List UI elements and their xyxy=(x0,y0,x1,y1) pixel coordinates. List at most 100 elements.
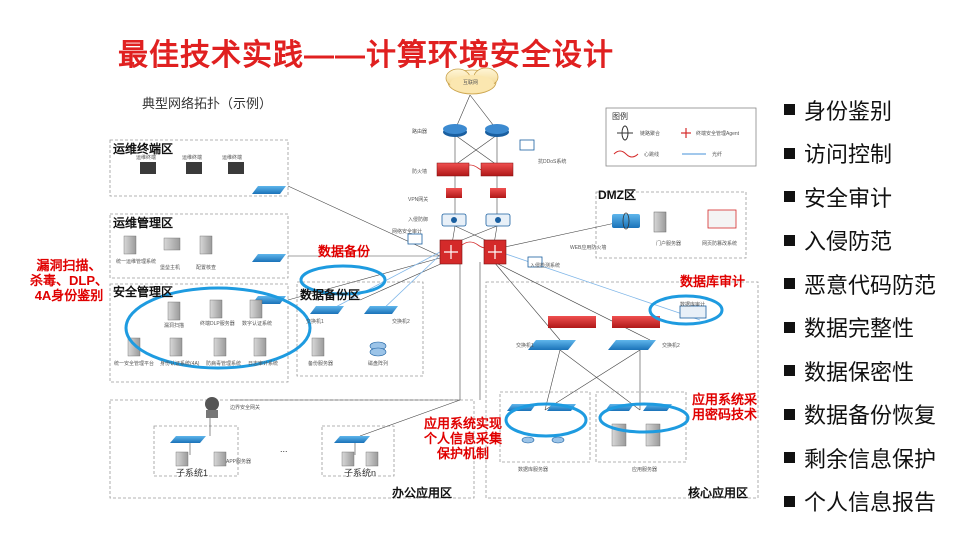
switch-icon xyxy=(170,186,672,443)
device-label-cert-audit: 数字认证系统 xyxy=(242,321,273,327)
zone-ops-mgmt-label: 运维管理区 xyxy=(113,216,174,230)
security-requirements-list: 身份鉴别 访问控制 安全审计 入侵防范 恶意代码防范 数据完整性 数据保密性 数… xyxy=(784,88,936,523)
core-db-box xyxy=(499,391,591,463)
waf-icon xyxy=(612,212,640,230)
bullet-square-icon xyxy=(784,191,795,203)
device-label-backup-server: 备份服务器 xyxy=(308,361,334,367)
bullet-text: 恶意代码防范 xyxy=(804,272,937,298)
ids-icon xyxy=(527,256,543,268)
annotation-left-note: 漏洞扫描、 杀毒、DLP、 4A身份鉴别 xyxy=(30,258,108,303)
office-gateway-icon xyxy=(205,397,219,418)
device-label-ops-term-3: 运维终端 xyxy=(222,155,243,161)
zone-core-app-label: 核心应用区 xyxy=(688,486,749,500)
device-label-net-audit: 网络安全审计 xyxy=(392,229,423,235)
bullet-square-icon xyxy=(784,495,795,507)
bullet-text: 入侵防范 xyxy=(804,229,893,255)
device-label-ips: 入侵防御 xyxy=(408,217,429,223)
firewall-icon xyxy=(436,162,514,198)
bullet-item: 身份鉴别 xyxy=(784,88,936,132)
legend-item-aggregation: 链路聚合 xyxy=(640,131,661,137)
device-label-sec-platform: 统一安全管理平台 xyxy=(114,361,155,367)
device-label-vuln-scan: 漏洞扫描 xyxy=(164,323,185,329)
terminal-icon xyxy=(140,162,244,174)
bullet-square-icon xyxy=(784,365,795,377)
db-audit-icon xyxy=(679,305,707,319)
device-label-ddos: 抗DDoS系统 xyxy=(538,159,567,165)
bullet-square-icon xyxy=(784,234,795,246)
highlight-app-personal-ellipse xyxy=(504,402,588,438)
net-audit-icon xyxy=(407,233,423,245)
portal-server-icon xyxy=(653,211,667,233)
device-label-vpn: VPN网关 xyxy=(408,197,429,203)
ddos-icon xyxy=(519,139,535,151)
bullet-text: 访问控制 xyxy=(804,142,893,168)
device-label-db-audit: 数据库审计 xyxy=(680,302,706,308)
legend-item-agent: 终端安全管理Agent xyxy=(696,131,740,137)
zone-security-mgmt-box xyxy=(109,283,289,383)
core-switch-icon xyxy=(439,239,507,265)
bullet-text: 数据保密性 xyxy=(804,359,915,385)
diagram-subtitle: 典型网络拓扑（示例） xyxy=(142,96,273,111)
device-label-ellipsis: ... xyxy=(280,444,288,454)
ips-icon xyxy=(441,213,511,227)
office-subsystem-1-box xyxy=(153,425,239,477)
device-label-waf: WEB应用防火墙 xyxy=(570,245,607,251)
backbone-links xyxy=(189,94,651,455)
device-label-office-host: APP服务器 xyxy=(226,459,252,465)
office-subsystem-n-box xyxy=(321,425,395,477)
annotation-app-personal-line-3: 保护机制 xyxy=(437,446,490,461)
device-label-bastion: 堡垒主机 xyxy=(160,265,181,271)
bullet-text: 数据备份恢复 xyxy=(804,403,937,429)
core-app-box xyxy=(595,391,687,463)
device-label-ops-term-2: 运维终端 xyxy=(182,155,203,161)
bullet-square-icon xyxy=(784,408,795,420)
bullet-square-icon xyxy=(784,452,795,464)
storage-array-icon xyxy=(369,341,565,444)
zone-ops-mgmt-box xyxy=(109,213,289,279)
zone-backup-box xyxy=(296,281,424,377)
bullet-item: 安全审计 xyxy=(784,175,936,219)
annotation-app-personal: 应用系统实现 个人信息采集 保护机制 xyxy=(424,416,502,461)
annotation-db-audit: 数据库审计 xyxy=(680,274,746,289)
device-label-app-server: 应用服务器 xyxy=(632,467,658,473)
annotation-app-crypto-line-1: 应用系统采 xyxy=(692,392,758,407)
bullet-square-icon xyxy=(784,104,795,116)
zone-ops-terminal-label: 运维终端区 xyxy=(113,142,174,156)
device-label-core-sw2: 交换机2 xyxy=(662,343,680,349)
legend-item-fiber: 光纤 xyxy=(712,152,723,158)
device-label-office-gw: 边界安全网关 xyxy=(230,405,261,411)
bullet-item: 数据备份恢复 xyxy=(784,393,936,437)
device-label-firewall: 防火墙 xyxy=(412,169,428,175)
internet-cloud-icon xyxy=(445,67,499,95)
bullet-item: 数据保密性 xyxy=(784,349,936,393)
router-icon xyxy=(443,124,509,137)
device-label-av: 防病毒管理系统 xyxy=(206,361,242,367)
zone-core-app-box xyxy=(485,281,759,499)
legend-box xyxy=(605,107,757,167)
bullet-text: 个人信息报告 xyxy=(804,490,937,516)
bullet-item: 个人信息报告 xyxy=(784,480,936,524)
highlight-backup-ellipse xyxy=(299,264,387,296)
annotation-left-line-2: 杀毒、DLP、 xyxy=(30,273,109,288)
device-label-portal: 门户服务器 xyxy=(656,241,682,247)
bullet-item: 剩余信息保护 xyxy=(784,436,936,480)
device-label-4a: 身份认证系统(4A) xyxy=(160,361,200,367)
device-label-core-sw1: 交换机1 xyxy=(516,343,534,349)
web-tamper-icon xyxy=(707,209,737,229)
bullet-text: 安全审计 xyxy=(804,185,893,211)
highlight-security-mgmt-ellipse xyxy=(124,286,312,370)
device-label-router: 路由器 xyxy=(412,129,428,135)
legend-title: 图例 xyxy=(612,112,628,121)
device-label-ids: 入侵检测系统 xyxy=(530,263,561,269)
zone-ops-terminal-box xyxy=(109,139,289,197)
device-label-subsystem-n: 子系统n xyxy=(344,468,377,478)
bullet-square-icon xyxy=(784,278,795,290)
zone-office-app-label: 办公应用区 xyxy=(392,486,453,500)
device-label-config-check: 配置核查 xyxy=(196,265,217,271)
bullet-square-icon xyxy=(784,321,795,333)
device-label-subsystem-1: 子系统1 xyxy=(176,468,209,478)
device-label-backup-sw1: 交换机1 xyxy=(306,319,324,325)
bullet-square-icon xyxy=(784,147,795,159)
db-firewall-icon xyxy=(548,316,660,328)
